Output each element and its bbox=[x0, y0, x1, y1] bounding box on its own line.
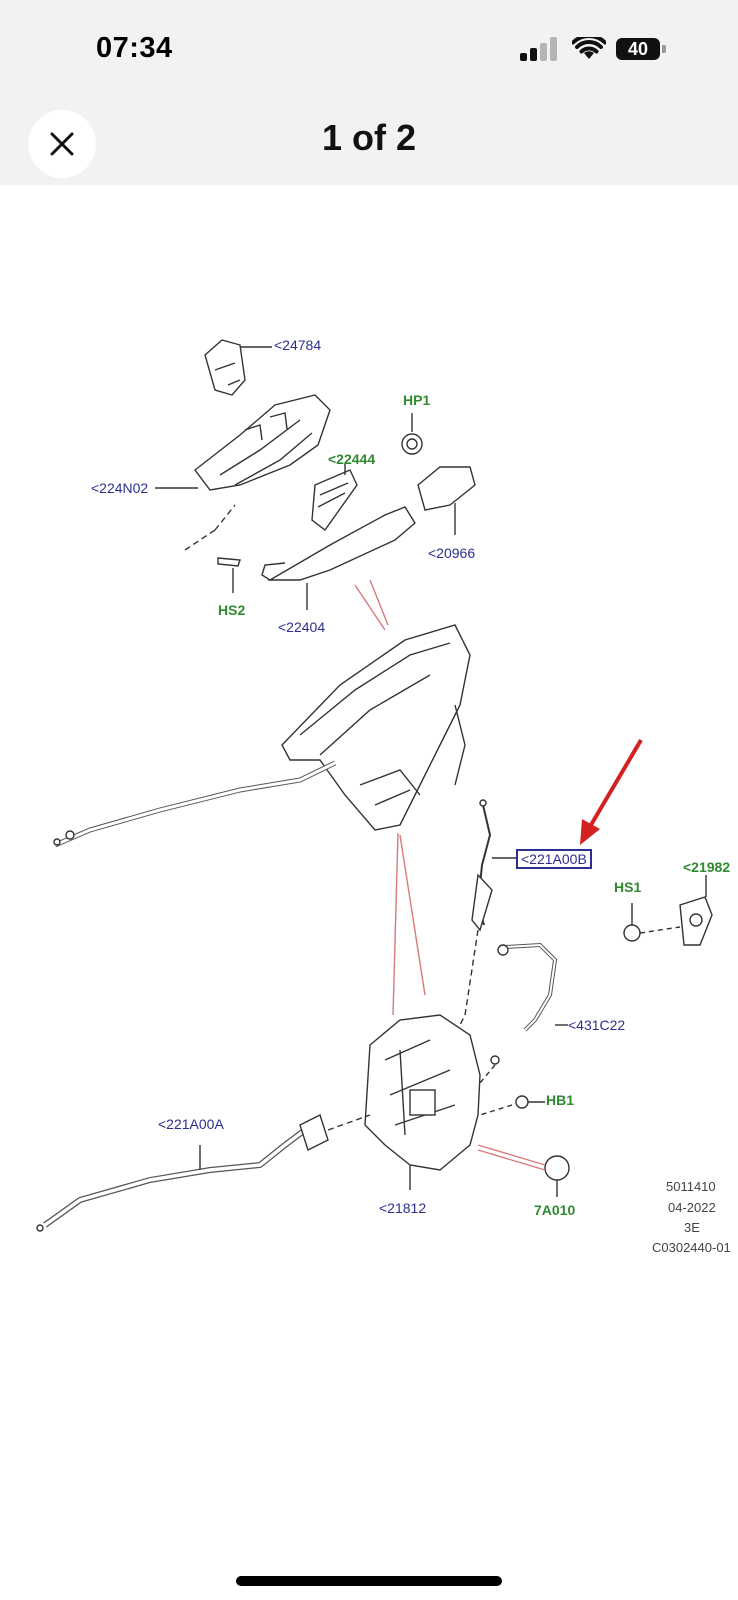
part-label-221a00a[interactable]: <221A00A bbox=[158, 1116, 224, 1132]
footer-code-1: 5011410 bbox=[666, 1179, 716, 1194]
page-counter: 1 of 2 bbox=[321, 117, 417, 158]
parts-diagram[interactable]: <24784 HP1 <224N02 <22444 <20966 HS2 <22… bbox=[0, 185, 738, 1285]
part-label-22404[interactable]: <22404 bbox=[278, 619, 326, 635]
part-label-21812[interactable]: <21812 bbox=[379, 1200, 427, 1216]
footer-code-3: 3E bbox=[684, 1220, 700, 1235]
hardware-label-hs2[interactable]: HS2 bbox=[218, 602, 246, 618]
part-label-431c22[interactable]: <431C22 bbox=[568, 1017, 626, 1033]
part-label-224n02[interactable]: <224N02 bbox=[91, 480, 149, 496]
hardware-label-7a010[interactable]: 7A010 bbox=[534, 1202, 576, 1218]
status-bar: 07:34 40 bbox=[0, 0, 738, 90]
part-label-20966[interactable]: <20966 bbox=[428, 545, 476, 561]
home-indicator[interactable] bbox=[236, 1576, 502, 1586]
battery-level: 40 bbox=[616, 38, 660, 60]
battery-tip bbox=[662, 45, 666, 53]
wifi-icon bbox=[572, 37, 606, 59]
part-label-24784[interactable]: <24784 bbox=[274, 337, 322, 353]
red-arrow-icon bbox=[580, 738, 643, 845]
footer-code-2: 04-2022 bbox=[668, 1200, 716, 1215]
diagram-drawing bbox=[36, 339, 713, 1232]
viewer-toolbar: 1 of 2 bbox=[0, 90, 738, 185]
close-button[interactable] bbox=[28, 110, 96, 178]
cellular-signal-icon bbox=[520, 37, 557, 61]
battery-icon: 40 bbox=[616, 38, 668, 60]
footer-code-4: C0302440-01 bbox=[652, 1240, 731, 1255]
hardware-label-hb1[interactable]: HB1 bbox=[546, 1092, 575, 1108]
close-icon bbox=[50, 132, 74, 156]
hardware-label-hs1[interactable]: HS1 bbox=[614, 879, 642, 895]
hardware-label-21982[interactable]: <21982 bbox=[683, 859, 731, 875]
status-icons: 40 bbox=[520, 37, 668, 61]
part-label-221a00b[interactable]: <221A00B bbox=[516, 849, 592, 869]
hardware-label-22444[interactable]: <22444 bbox=[328, 451, 376, 467]
hardware-label-hp1[interactable]: HP1 bbox=[403, 392, 431, 408]
status-time: 07:34 bbox=[96, 32, 173, 64]
